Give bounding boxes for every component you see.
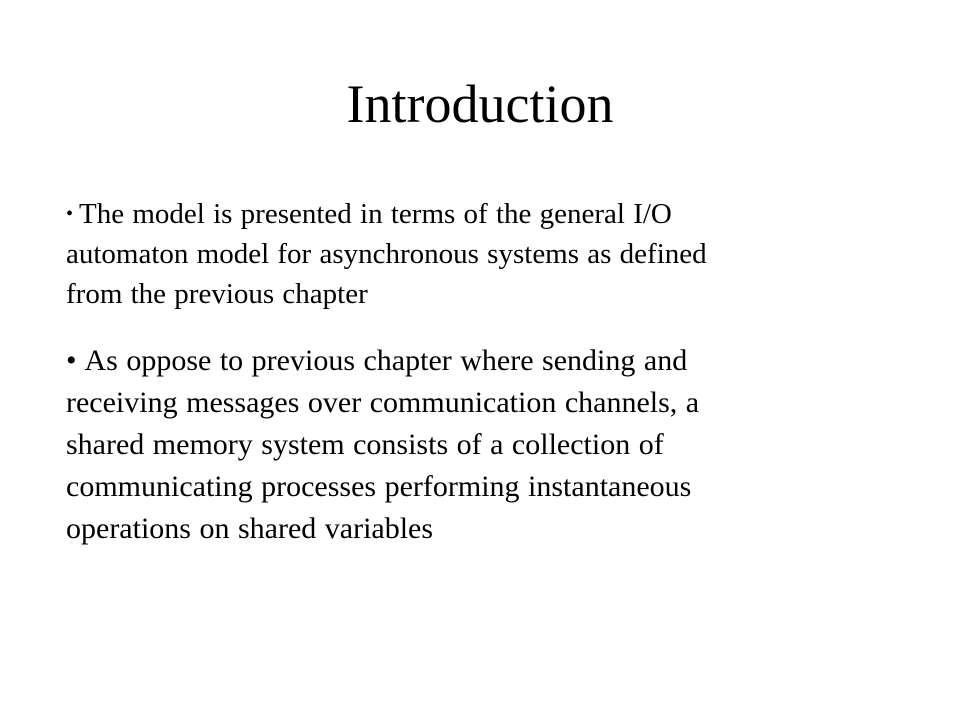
slide-title: Introduction bbox=[346, 74, 614, 134]
bullet-1-line-1: •The model is presented in terms of the … bbox=[66, 194, 896, 234]
bullet-marker-icon: • bbox=[66, 344, 77, 377]
bullet-1-line-2: automaton model for asynchronous systems… bbox=[66, 238, 707, 270]
bullet-2-line-1-text: As oppose to previous chapter where send… bbox=[84, 344, 688, 377]
bullet-marker-icon: • bbox=[66, 203, 74, 225]
bullet-1-line-3: from the previous chapter bbox=[66, 278, 368, 310]
bullet-item-1: •The model is presented in terms of the … bbox=[66, 194, 896, 314]
bullet-item-2: •As oppose to previous chapter where sen… bbox=[66, 340, 896, 550]
bullet-2-line-1: •As oppose to previous chapter where sen… bbox=[66, 340, 896, 382]
bullet-2-line-2: receiving messages over communication ch… bbox=[66, 386, 700, 419]
bullet-1-line-1-text: The model is presented in terms of the g… bbox=[79, 198, 672, 230]
bullet-2-line-3: shared memory system consists of a colle… bbox=[66, 428, 664, 461]
bullet-2-line-5: operations on shared variables bbox=[66, 512, 434, 545]
bullet-list: •The model is presented in terms of the … bbox=[66, 194, 896, 550]
bullet-2-line-4: communicating processes performing insta… bbox=[66, 470, 692, 503]
